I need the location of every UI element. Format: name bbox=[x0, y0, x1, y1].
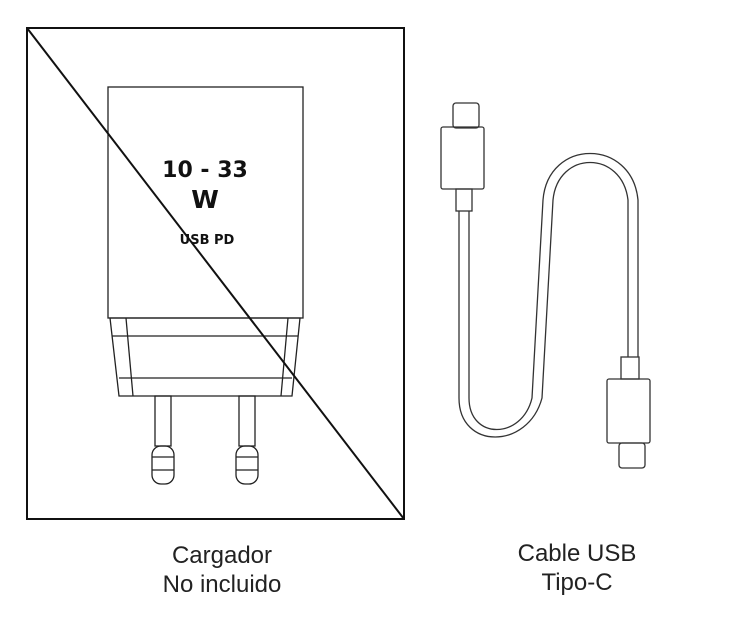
charger-caption: Cargador No incluido bbox=[92, 541, 352, 599]
plug-prong-left bbox=[151, 395, 175, 485]
charger-power-range: 10 - 33 bbox=[162, 158, 248, 183]
usb-c-connector-bottom-body bbox=[606, 378, 651, 444]
charger-power-unit: W bbox=[191, 185, 219, 214]
usb-c-connector-bottom-tip bbox=[618, 442, 646, 469]
not-included-strike-line bbox=[26, 27, 405, 520]
usb-c-connector-top-tip bbox=[452, 102, 480, 129]
usb-c-cable-illustration bbox=[440, 102, 651, 469]
cable-cord bbox=[458, 162, 629, 438]
plug-prong-right bbox=[235, 395, 259, 485]
cable-caption-line2: Tipo-C bbox=[541, 569, 613, 596]
cable-caption-line1: Cable USB bbox=[517, 540, 637, 567]
usb-c-connector-top-body bbox=[440, 126, 485, 190]
charger-protocol-label: USB PD bbox=[180, 233, 235, 248]
charger-caption-line2: No incluido bbox=[162, 571, 282, 598]
charger-plug-housing bbox=[109, 317, 301, 397]
charger-illustration bbox=[107, 86, 304, 485]
not-included-frame bbox=[26, 27, 405, 520]
charger-caption-line1: Cargador bbox=[171, 542, 273, 569]
cable-caption: Cable USB Tipo-C bbox=[447, 539, 707, 597]
